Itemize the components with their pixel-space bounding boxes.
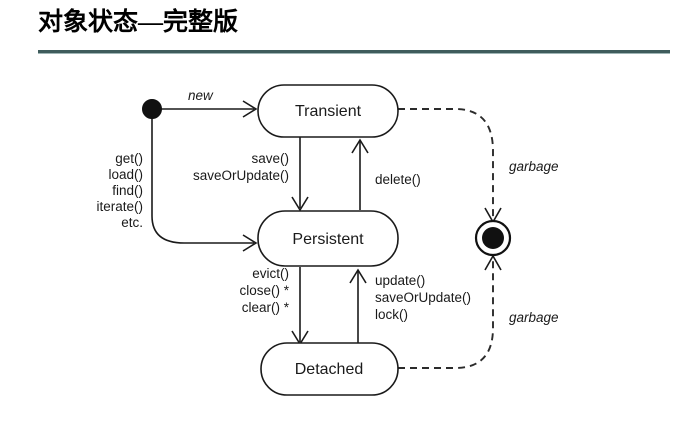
state-transient[interactable]: Transient <box>257 84 399 138</box>
transition-save: save() saveOrUpdate() <box>193 137 309 212</box>
transition-garbage-top-line <box>398 108 494 220</box>
state-transient-label: Transient <box>295 103 362 120</box>
transition-evict-label-evict: evict() <box>252 266 289 281</box>
transition-load-line <box>151 118 254 244</box>
transition-evict-label-close: close() * <box>239 283 289 298</box>
transition-garbage-bottom-label: garbage <box>509 310 559 325</box>
transition-update-arrowhead <box>349 268 367 284</box>
transition-load-arrowhead <box>242 234 258 252</box>
transition-update: update() saveOrUpdate() lock() <box>349 268 471 344</box>
transition-update-label-saveorupdate: saveOrUpdate() <box>375 290 471 305</box>
final-state-node[interactable] <box>474 219 512 257</box>
initial-state-icon <box>142 99 162 119</box>
transition-update-label-update: update() <box>375 273 425 288</box>
transition-garbage-bottom-line <box>398 258 494 369</box>
transition-save-label-save: save() <box>251 151 289 166</box>
transition-load: get() load() find() iterate() etc. <box>96 118 258 252</box>
state-persistent[interactable]: Persistent <box>257 210 399 267</box>
transition-save-label-saveorupdate: saveOrUpdate() <box>193 168 289 183</box>
transition-new-arrowhead <box>242 100 258 118</box>
transition-delete-label: delete() <box>375 172 421 187</box>
state-detached[interactable]: Detached <box>260 342 399 396</box>
transition-evict: evict() close() * clear() * <box>239 266 309 346</box>
state-detached-shape <box>260 342 399 396</box>
transition-delete-arrowhead <box>351 138 369 154</box>
transition-save-arrowhead <box>291 196 309 212</box>
transition-evict-label-clear: clear() * <box>242 300 290 315</box>
initial-state-node[interactable] <box>142 99 162 119</box>
state-persistent-label: Persistent <box>292 231 364 248</box>
state-transient-shape <box>257 84 399 138</box>
transition-load-label-find: find() <box>112 183 143 198</box>
state-diagram: new get() load() find() iterate() etc. s… <box>96 84 559 396</box>
transition-garbage-top: garbage <box>398 108 559 224</box>
transition-load-label-load: load() <box>108 167 143 182</box>
transition-new: new <box>161 88 258 118</box>
state-detached-label: Detached <box>295 361 364 378</box>
transition-garbage-top-label: garbage <box>509 159 559 174</box>
page-title: 对象状态—完整版 <box>38 9 239 36</box>
final-state-inner-dot <box>482 227 504 249</box>
transition-load-label-etc: etc. <box>121 215 143 230</box>
transition-new-label: new <box>188 88 214 103</box>
title-divider <box>38 50 670 54</box>
transition-load-label-iterate: iterate() <box>96 199 143 214</box>
transition-update-label-lock: lock() <box>375 307 408 322</box>
state-persistent-shape <box>257 210 399 267</box>
transition-delete: delete() <box>351 138 421 210</box>
transition-load-label-get: get() <box>115 151 143 166</box>
